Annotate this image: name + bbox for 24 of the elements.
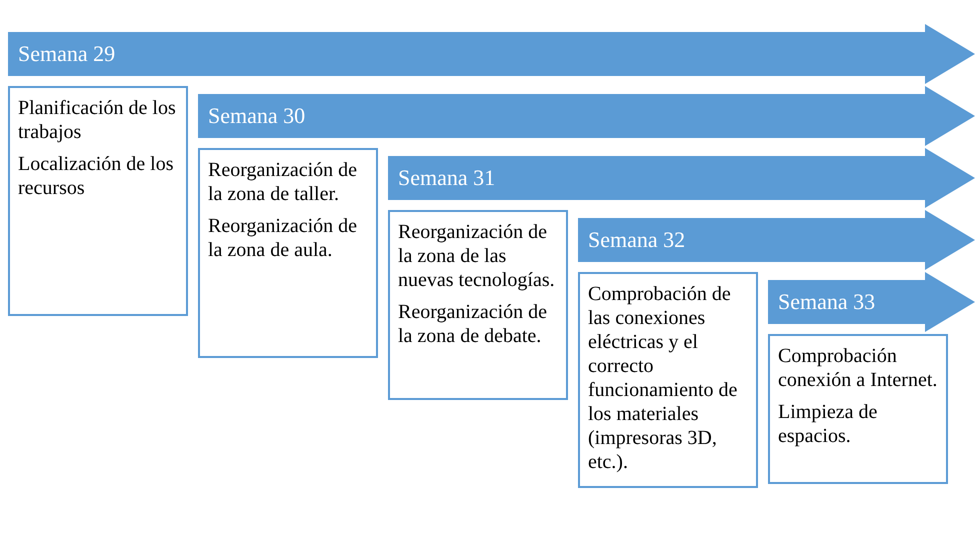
arrow-band <box>768 272 975 332</box>
week-label: Semana 33 <box>778 291 876 313</box>
week-label: Semana 32 <box>588 229 686 251</box>
task-text: Reorganización de la zona de taller. <box>208 158 358 206</box>
task-text: Planificación de los trabajos <box>18 96 177 144</box>
task-text: Reorganización de la zona de las nuevas tecnologías. <box>398 220 556 292</box>
task-text: Comprobación de las conexiones eléctricas y el correcto funcionamiento de los materiales (impresoras 3D, etc.). <box>588 282 738 474</box>
task-text: Localización de los recursos <box>18 152 174 200</box>
task-text: Reorganización de la zona de debate. <box>398 300 548 348</box>
task-text: Reorganización de la zona de aula. <box>208 214 358 262</box>
task-box <box>768 334 948 484</box>
task-box <box>198 148 378 358</box>
week-label: Semana 31 <box>398 167 496 189</box>
week-label: Semana 30 <box>208 105 306 127</box>
arrow-band <box>578 210 975 270</box>
week-label: Semana 29 <box>18 43 116 65</box>
arrow-band <box>198 86 975 146</box>
task-box <box>8 86 188 316</box>
arrow-band <box>388 148 975 208</box>
task-text: Comprobación conexión a Internet. <box>778 344 938 392</box>
task-box <box>578 272 758 488</box>
task-box <box>388 210 568 400</box>
arrow-band <box>8 24 975 84</box>
task-text: Limpieza de espacios. <box>778 400 878 448</box>
